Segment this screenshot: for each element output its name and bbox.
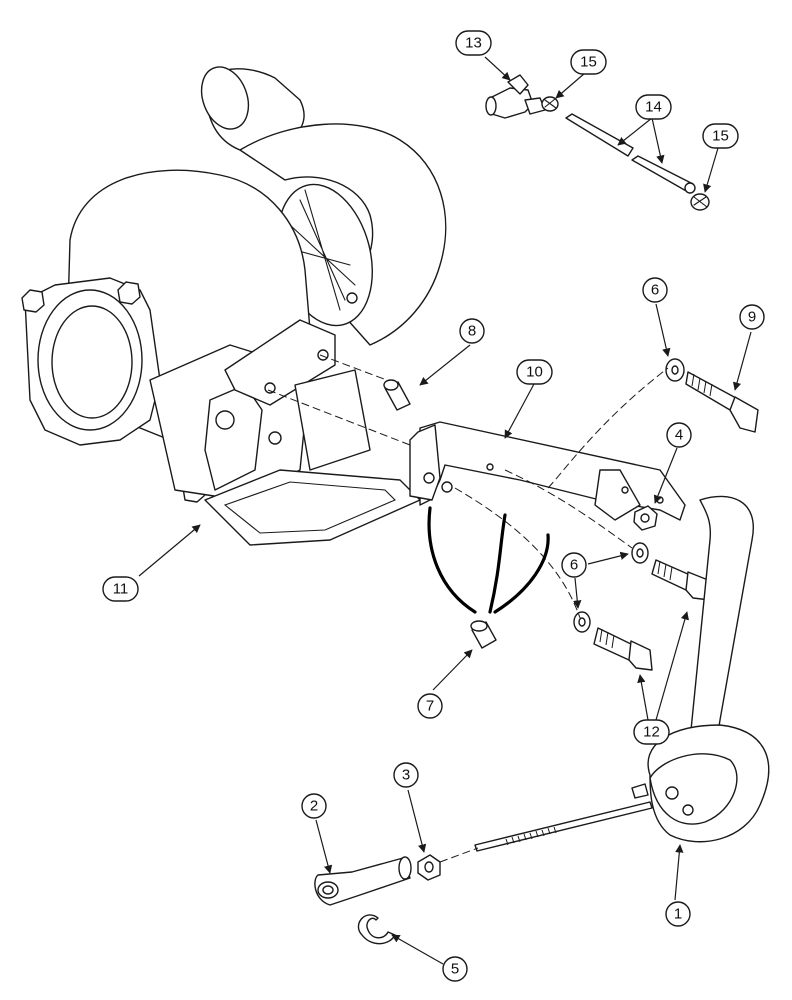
nut-4 — [633, 505, 658, 531]
e-clip-5 — [357, 914, 396, 945]
callout-12: 12 — [633, 719, 670, 745]
callout-3: 3 — [393, 762, 419, 788]
svg-text:2: 2 — [310, 798, 318, 815]
elbow-fitting-13 — [485, 74, 546, 119]
svg-text:15: 15 — [712, 128, 729, 145]
callout-6-upper: 6 — [642, 277, 668, 303]
callout-13: 13 — [455, 30, 492, 56]
svg-text:5: 5 — [451, 961, 459, 978]
callout-5: 5 — [442, 956, 468, 982]
svg-text:8: 8 — [468, 323, 476, 340]
washer-6-middle — [631, 542, 649, 564]
svg-text:7: 7 — [426, 698, 434, 715]
svg-text:15: 15 — [580, 54, 597, 71]
spacer-7 — [470, 620, 497, 649]
hose-clamp-15b — [690, 193, 710, 211]
bolt-12-lower — [593, 627, 653, 671]
svg-text:12: 12 — [643, 724, 660, 741]
wastegate-actuator-1 — [439, 495, 770, 863]
turbocharger-assembly — [21, 66, 447, 546]
callout-15-upper: 15 — [570, 49, 607, 75]
callout-8: 8 — [459, 318, 485, 344]
callout-11: 11 — [102, 576, 139, 602]
svg-text:4: 4 — [675, 427, 683, 444]
svg-text:9: 9 — [748, 309, 756, 326]
callout-1: 1 — [665, 901, 691, 927]
bracket-10 — [409, 421, 686, 521]
callout-7: 7 — [417, 693, 443, 719]
callout-14: 14 — [635, 94, 672, 120]
callout-2: 2 — [301, 793, 327, 819]
svg-text:14: 14 — [645, 99, 662, 116]
svg-text:6: 6 — [570, 557, 578, 574]
svg-text:1: 1 — [674, 906, 682, 923]
washer-6-lower — [573, 611, 591, 633]
svg-text:11: 11 — [113, 581, 129, 598]
hose-clamp-15a — [541, 96, 559, 112]
rod-end-2 — [314, 856, 412, 906]
callout-6-lower: 6 — [561, 552, 587, 578]
callout-4: 4 — [666, 422, 692, 448]
svg-text:3: 3 — [402, 767, 410, 784]
callout-10: 10 — [516, 359, 553, 385]
svg-text:13: 13 — [465, 35, 482, 52]
svg-text:6: 6 — [651, 282, 659, 299]
washer-6-upper — [665, 358, 685, 382]
callout-15-lower: 15 — [702, 123, 739, 149]
callout-9: 9 — [739, 304, 765, 330]
hose-14 — [565, 113, 696, 194]
bolt-12-upper — [651, 559, 711, 601]
bolt-9 — [685, 371, 759, 433]
spacer-8 — [383, 379, 411, 411]
nut-3 — [417, 854, 441, 881]
installation-guide-lines — [427, 506, 550, 614]
leader-lines — [138, 56, 752, 965]
svg-text:10: 10 — [526, 364, 543, 381]
